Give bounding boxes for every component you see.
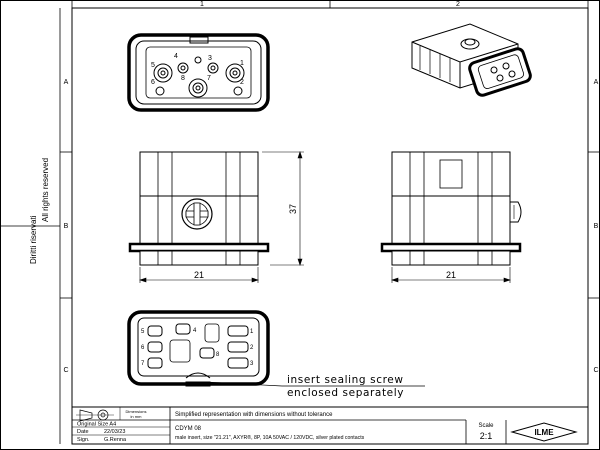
pin-number: 5	[141, 329, 145, 335]
front-view-dimension-lines	[139, 151, 304, 283]
scale-label: Scale	[478, 423, 494, 429]
pin-number: 3	[250, 361, 254, 367]
pin-number: 2	[250, 345, 254, 351]
pin-number: 4	[193, 328, 197, 334]
title-block	[71, 406, 589, 445]
dimension-front-height: 37	[288, 204, 298, 214]
pin-number: 6	[141, 345, 145, 351]
bottom-face-pin-numbers: 1 2 3 4 5 6 7 8	[141, 328, 254, 367]
column-label-1: 1	[200, 1, 204, 8]
pin-number: 3	[208, 55, 212, 62]
insert-front-view	[128, 151, 270, 266]
row-label-a-right: A	[594, 79, 599, 86]
insert-top-face-view	[127, 33, 270, 112]
insert-isometric-view	[411, 23, 532, 97]
sealing-screw-leader	[204, 381, 425, 387]
row-label-b: B	[64, 223, 69, 230]
dimensions-unit-label: in mm	[131, 414, 143, 419]
insert-bottom-face-view	[127, 310, 270, 387]
pin-number: 8	[216, 352, 220, 358]
row-label-c: C	[63, 367, 68, 374]
top-face-pin-numbers: 1 2 3 4 5 6 7 8	[151, 53, 244, 86]
pin-number: 1	[240, 60, 244, 67]
logo-text: ILME	[534, 428, 554, 437]
title-heading: Simplified representation with dimension…	[175, 412, 333, 418]
side-view-dimension-lines	[391, 267, 511, 283]
row-label-a: A	[64, 79, 69, 86]
date-label: Date	[77, 429, 89, 435]
pin-number: 4	[174, 53, 178, 60]
pin-number: 5	[151, 62, 155, 69]
rights-text-it: Diritti riservati	[29, 215, 38, 264]
note-sealing-screw: insert sealing screw	[287, 374, 404, 386]
pin-number: 2	[240, 79, 244, 86]
pin-number: 8	[181, 75, 185, 82]
pin-number: 6	[151, 79, 155, 86]
date-value: 22/03/23	[104, 429, 125, 435]
row-label-b-right: B	[594, 223, 599, 230]
pin-number: 7	[141, 361, 145, 367]
bottom-face-contact-cavities	[147, 323, 249, 369]
product-code: CDYM 08	[175, 426, 202, 432]
dimensions-label: Dimensions	[126, 409, 147, 414]
row-label-c-right: C	[593, 367, 598, 374]
product-description: male insert, size "21.21", AXYR®, 8P, 10…	[175, 434, 365, 441]
column-label-2: 2	[456, 1, 460, 8]
ilme-logo-icon: ILME	[510, 422, 578, 442]
pin-number: 7	[207, 75, 211, 82]
note-enclosed-separately: enclosed separately	[287, 387, 404, 399]
projection-symbol-icon	[76, 409, 114, 422]
sign-label: Sign.	[77, 437, 90, 443]
original-size: Original Size A4	[77, 422, 116, 428]
dimension-front-width: 21	[194, 270, 204, 280]
rights-text-en: All rights reserved	[41, 158, 50, 222]
dimension-side-width: 21	[446, 270, 456, 280]
top-face-contacts	[153, 56, 245, 98]
insert-side-view	[380, 151, 522, 266]
pin-number: 1	[250, 329, 254, 335]
sign-value: G.Renna	[104, 437, 127, 443]
scale-value: 2:1	[480, 431, 493, 441]
